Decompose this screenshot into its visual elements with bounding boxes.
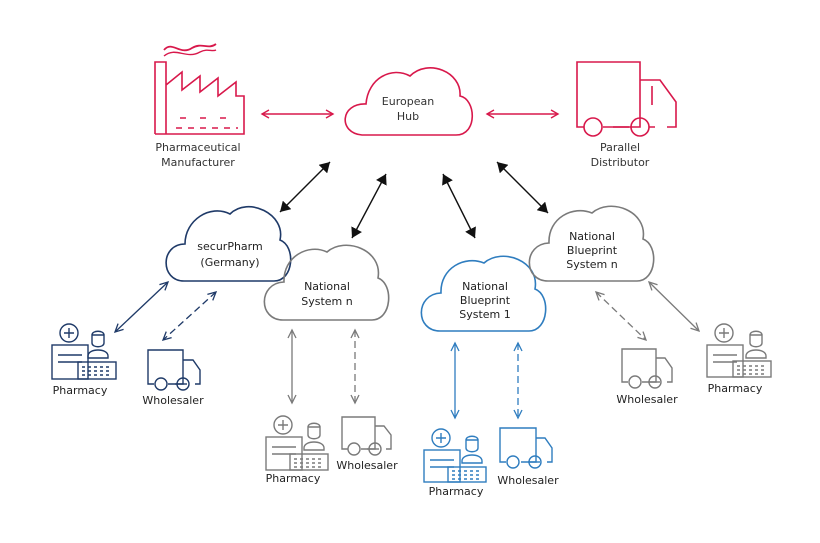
blueprint-n-label-2: Blueprint xyxy=(567,244,618,257)
securpharm-node: securPharm (Germany) xyxy=(165,205,292,282)
blueprint-n-truck-icon xyxy=(621,348,673,389)
distributor-node: Parallel Distributor xyxy=(576,61,677,169)
blueprint-1-pharmacy-label: Pharmacy xyxy=(429,485,484,498)
national-n-wholesaler-label: Wholesaler xyxy=(336,459,398,472)
blueprint-n-label-3: System n xyxy=(566,258,618,271)
blueprint-1-truck-icon xyxy=(499,427,553,469)
arrow-hub-national-system-n xyxy=(351,173,387,239)
european-hub-node: European Hub xyxy=(344,67,473,136)
arrow-securpharm-wholesaler xyxy=(161,291,218,341)
blueprint-n-node: National Blueprint System n xyxy=(528,205,655,282)
national-n-truck-icon xyxy=(341,416,392,456)
european-hub-label-1: European xyxy=(382,95,434,108)
blueprint-n-cloud xyxy=(528,205,655,282)
securpharm-label-1: securPharm xyxy=(197,240,262,253)
blueprint-1-label-3: System 1 xyxy=(459,308,511,321)
arrow-hub-blueprint-1 xyxy=(442,173,476,239)
arrow-hub-blueprint-n xyxy=(496,161,549,214)
securpharm-cloud xyxy=(165,205,292,282)
arrow-securpharm-pharmacy xyxy=(113,281,170,333)
factory-icon xyxy=(154,43,245,135)
blueprint-1-pharmacy-icon xyxy=(423,428,487,483)
national-system-n-cloud xyxy=(263,244,390,321)
arrow-blueprint-n-pharmacy xyxy=(647,280,701,333)
securpharm-pharmacy-label: Pharmacy xyxy=(53,384,108,397)
blueprint-n-pharmacy-icon xyxy=(706,323,772,378)
blueprint-1-cloud xyxy=(420,255,547,332)
national-system-n-node: National System n xyxy=(263,244,390,321)
blueprint-n-pharmacy-label: Pharmacy xyxy=(708,382,763,395)
blueprint-1-wholesaler-label: Wholesaler xyxy=(497,474,559,487)
national-system-n-label-1: National xyxy=(304,280,350,293)
distributor-label-2: Distributor xyxy=(591,156,650,169)
blueprint-1-node: National Blueprint System 1 xyxy=(420,255,547,332)
national-system-n-label-2: System n xyxy=(301,295,353,308)
manufacturer-node: Pharmaceutical Manufacturer xyxy=(154,43,245,169)
truck-icon xyxy=(576,61,677,137)
blueprint-1-label-1: National xyxy=(462,280,508,293)
european-hub-label-2: Hub xyxy=(397,110,419,123)
blueprint-1-label-2: Blueprint xyxy=(460,294,511,307)
blueprint-n-wholesaler-label: Wholesaler xyxy=(616,393,678,406)
arrow-hub-securpharm xyxy=(279,161,331,213)
blueprint-n-label-1: National xyxy=(569,230,615,243)
securpharm-pharmacy-icon xyxy=(51,323,117,380)
securpharm-wholesaler-label: Wholesaler xyxy=(142,394,204,407)
european-hub-cloud xyxy=(344,67,473,136)
securpharm-label-2: (Germany) xyxy=(200,256,259,269)
distributor-label-1: Parallel xyxy=(600,141,640,154)
manufacturer-label-2: Manufacturer xyxy=(161,156,235,169)
national-n-pharmacy-label: Pharmacy xyxy=(266,472,321,485)
arrow-blueprint-n-wholesaler xyxy=(594,290,648,342)
manufacturer-label-1: Pharmaceutical xyxy=(155,141,240,154)
securpharm-truck-icon xyxy=(147,349,201,391)
national-n-pharmacy-icon xyxy=(265,415,329,471)
